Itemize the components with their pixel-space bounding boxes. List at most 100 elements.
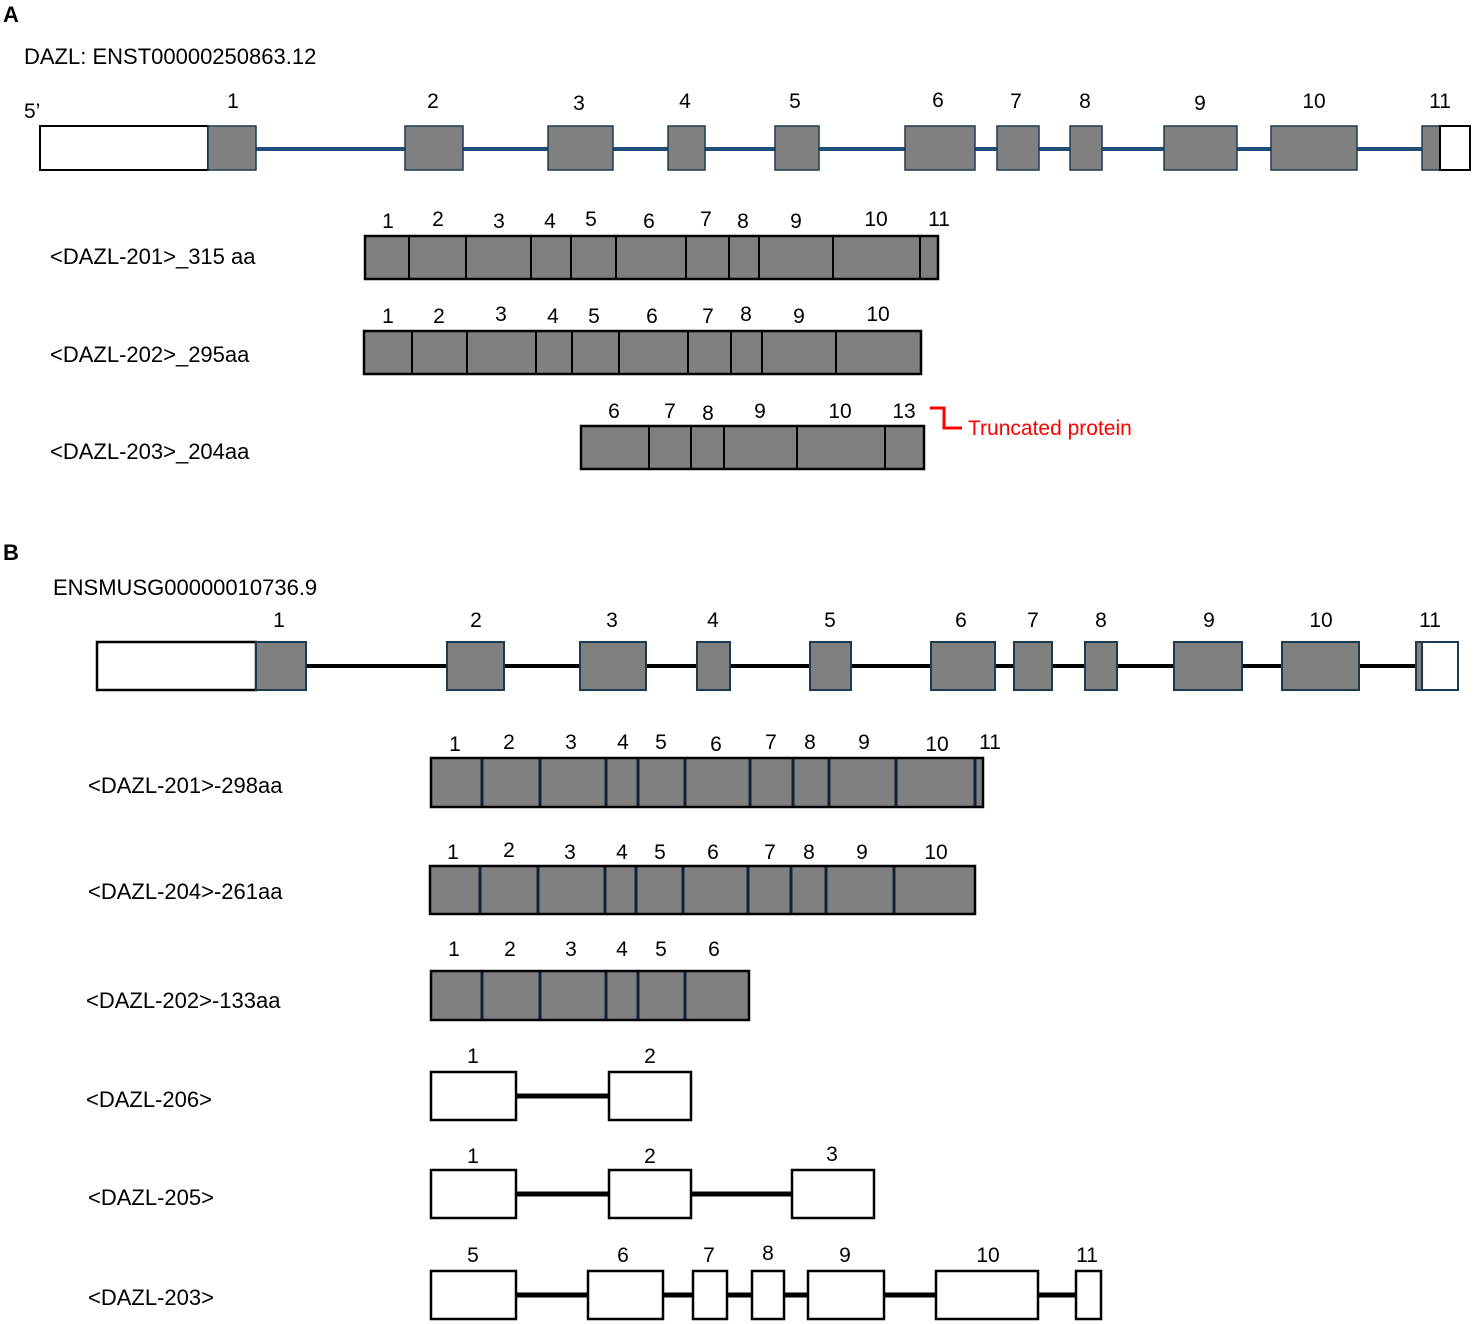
segment-number: 8 — [804, 731, 816, 754]
exon-number: 11 — [1419, 609, 1441, 632]
exon-number: 7 — [1027, 609, 1039, 632]
noncoding-exon — [691, 1269, 729, 1321]
protein-segment — [750, 758, 793, 807]
protein-segment — [836, 331, 921, 374]
exon-number: 1 — [467, 1045, 479, 1068]
protein-outline — [428, 864, 977, 916]
segment-number: 9 — [856, 841, 868, 864]
exon-box — [1270, 125, 1358, 171]
protein-segment — [685, 971, 749, 1020]
protein-segment — [571, 236, 616, 279]
segment-number: 3 — [564, 841, 576, 864]
protein-segment — [797, 426, 885, 469]
segment-number: 6 — [608, 400, 620, 423]
panel-b-title: ENSMUSG00000010736.9 — [53, 575, 317, 600]
noncoding-exon — [429, 1168, 518, 1220]
segment-number: 9 — [793, 305, 805, 328]
segment-number: 10 — [924, 841, 947, 864]
segment-number: 5 — [588, 305, 600, 328]
protein-segment — [536, 331, 572, 374]
track-label: <DAZL-202>-133aa — [86, 988, 281, 1013]
protein-segment — [885, 426, 924, 469]
segment-number: 4 — [547, 305, 559, 328]
segment-number: 11 — [928, 208, 950, 231]
exon-number: 9 — [839, 1244, 851, 1267]
exon-number: 10 — [1302, 90, 1325, 113]
utr-5prime — [95, 640, 258, 692]
exon-number: 8 — [762, 1242, 774, 1265]
segment-number: 6 — [707, 841, 719, 864]
protein-outline — [429, 969, 751, 1022]
exon-box — [1069, 125, 1103, 171]
exon-box — [996, 125, 1040, 171]
segment-number: 1 — [382, 305, 394, 328]
segment-number: 10 — [925, 733, 948, 756]
segment-number: 5 — [654, 841, 666, 864]
noncoding-exon — [806, 1269, 886, 1321]
exon-box — [1013, 641, 1053, 691]
protein-segment — [975, 758, 983, 807]
track-label: <DAZL-201>_315 aa — [50, 244, 256, 269]
exon-number: 9 — [1203, 609, 1215, 632]
panel-b-letter: B — [3, 540, 19, 565]
segment-number: 8 — [803, 841, 815, 864]
segment-number: 8 — [737, 210, 749, 233]
utr-5prime — [39, 125, 209, 171]
exon-number: 1 — [467, 1145, 479, 1168]
annotation-bracket — [930, 406, 962, 430]
protein-segment — [896, 758, 975, 807]
segment-number: 3 — [565, 938, 577, 961]
segment-number: 1 — [447, 841, 459, 864]
protein-segment — [683, 866, 748, 914]
exon-box — [547, 125, 614, 171]
protein-segment — [606, 758, 638, 807]
protein-segment — [748, 866, 791, 914]
segment-number: 5 — [585, 208, 597, 231]
protein-segment — [731, 331, 762, 374]
protein-segment — [686, 236, 729, 279]
exon-number: 10 — [1309, 609, 1332, 632]
segment-number: 11 — [979, 731, 1001, 754]
utr-3prime — [1439, 125, 1471, 171]
exon-number: 2 — [644, 1145, 656, 1168]
protein-segment — [691, 426, 724, 469]
exon-box — [1163, 125, 1238, 171]
exon-box — [774, 125, 820, 171]
track-label: <DAZL-206> — [86, 1087, 212, 1112]
protein-outline — [363, 234, 940, 281]
exon-box — [667, 125, 706, 171]
segment-number: 2 — [504, 938, 516, 961]
exon-number: 9 — [1194, 92, 1206, 115]
segment-number: 3 — [565, 731, 577, 754]
exon-number: 6 — [955, 609, 967, 632]
exon-number: 3 — [826, 1143, 838, 1166]
exon-box — [579, 641, 647, 691]
segment-number: 8 — [740, 303, 752, 326]
protein-segment — [365, 236, 409, 279]
segment-number: 10 — [866, 303, 889, 326]
protein-outline — [579, 424, 926, 471]
utr-3prime — [1421, 641, 1459, 691]
protein-segment — [431, 971, 482, 1020]
segment-number: 7 — [764, 841, 776, 864]
exon-number: 3 — [606, 609, 618, 632]
protein-segment — [638, 758, 685, 807]
exon-number: 2 — [644, 1045, 656, 1068]
segment-number: 3 — [493, 210, 505, 233]
exon-number: 8 — [1079, 90, 1091, 113]
segment-number: 6 — [646, 305, 658, 328]
segment-number: 9 — [754, 400, 766, 423]
track-label: <DAZL-201>-298aa — [88, 773, 283, 798]
protein-segment — [572, 331, 619, 374]
exon-box — [1173, 641, 1243, 691]
segment-number: 10 — [828, 400, 851, 423]
protein-segment — [762, 331, 836, 374]
protein-segment — [638, 971, 685, 1020]
track-label: <DAZL-202>_295aa — [50, 342, 250, 367]
segment-number: 6 — [643, 210, 655, 233]
protein-segment — [649, 426, 691, 469]
exon-number: 11 — [1429, 90, 1451, 113]
protein-segment — [826, 866, 894, 914]
track-label: <DAZL-203>_204aa — [50, 439, 250, 464]
